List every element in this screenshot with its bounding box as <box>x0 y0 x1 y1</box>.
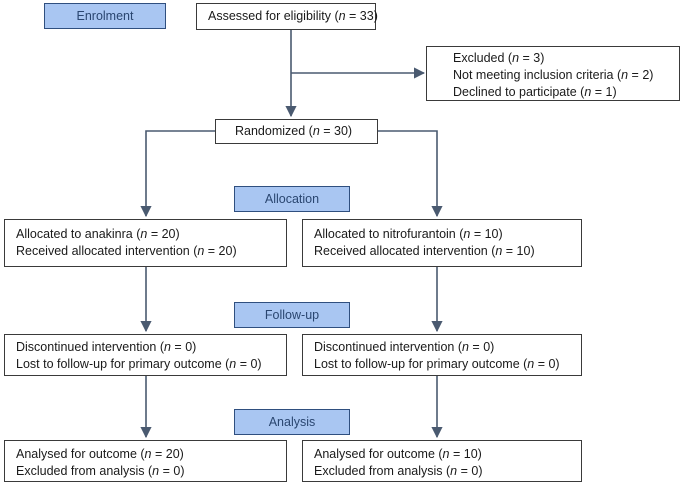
arrow-randomized-to-right-arm <box>378 130 443 218</box>
eligibility-box: Assessed for eligibility (n = 33) <box>196 3 378 30</box>
excluded-box: Excluded (n = 3) Not meeting inclusion c… <box>426 46 680 101</box>
allocated-line: Allocated to anakinra (n = 20) <box>16 227 180 241</box>
analysis-box-nitrofurantoin: Analysed for outcome (n = 10) Excluded f… <box>302 440 582 482</box>
excluded-analysis-line: Excluded from analysis (n = 0) <box>16 464 185 478</box>
eligibility-line: Assessed for eligibility (n = 33) <box>208 9 378 23</box>
allocated-line: Allocated to nitrofurantoin (n = 10) <box>314 227 503 241</box>
discontinued-line: Discontinued intervention (n = 0) <box>16 340 197 354</box>
lost-to-followup-line: Lost to follow-up for primary outcome (n… <box>314 357 560 371</box>
analysis-box-anakinra: Analysed for outcome (n = 20) Excluded f… <box>4 440 287 482</box>
excluded-not-meeting-criteria: Not meeting inclusion criteria (n = 2) <box>453 68 654 82</box>
followup-box-nitrofurantoin: Discontinued intervention (n = 0) Lost t… <box>302 334 582 376</box>
discontinued-line: Discontinued intervention (n = 0) <box>314 340 495 354</box>
stage-follow-up: Follow-up <box>234 302 350 328</box>
allocation-box-anakinra: Allocated to anakinra (n = 20) Received … <box>4 219 287 267</box>
received-line: Received allocated intervention (n = 20) <box>16 244 237 258</box>
received-line: Received allocated intervention (n = 10) <box>314 244 535 258</box>
analysed-line: Analysed for outcome (n = 10) <box>314 447 482 461</box>
stage-analysis: Analysis <box>234 409 350 435</box>
excluded-analysis-line: Excluded from analysis (n = 0) <box>314 464 483 478</box>
stage-allocation: Allocation <box>234 186 350 212</box>
stage-enrolment: Enrolment <box>44 3 166 29</box>
randomized-box: Randomized (n = 30) <box>215 119 378 144</box>
followup-box-anakinra: Discontinued intervention (n = 0) Lost t… <box>4 334 287 376</box>
analysed-line: Analysed for outcome (n = 20) <box>16 447 184 461</box>
lost-to-followup-line: Lost to follow-up for primary outcome (n… <box>16 357 262 371</box>
randomized-line: Randomized (n = 30) <box>235 124 353 138</box>
arrow-randomized-to-left-arm <box>140 130 215 218</box>
allocation-box-nitrofurantoin: Allocated to nitrofurantoin (n = 10) Rec… <box>302 219 582 267</box>
excluded-total: Excluded (n = 3) <box>453 51 545 65</box>
excluded-declined: Declined to participate (n = 1) <box>453 85 617 99</box>
